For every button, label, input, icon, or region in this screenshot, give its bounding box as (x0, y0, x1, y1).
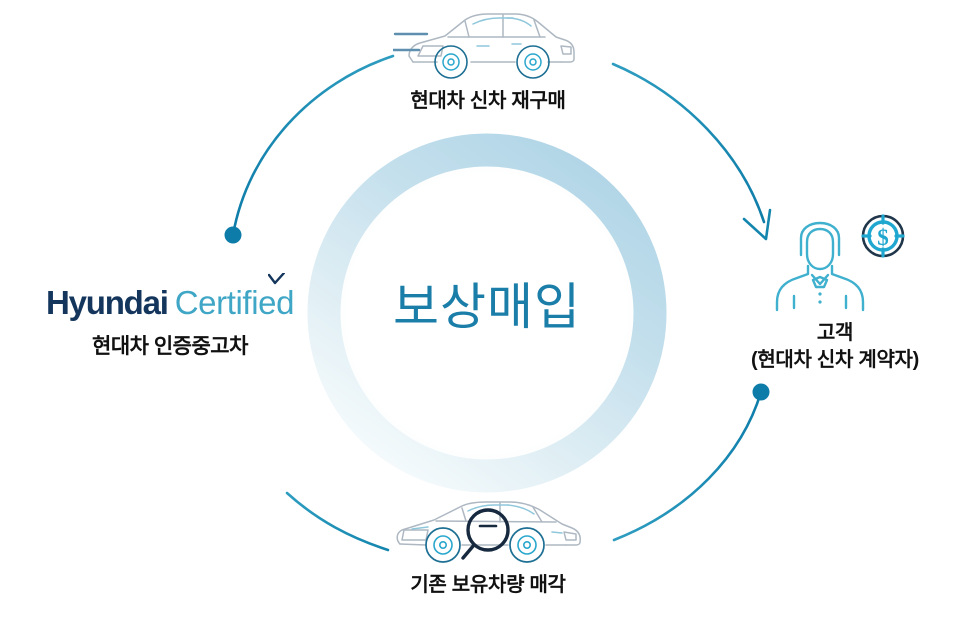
hyundai-certified-logo: Hyundai Certified (25, 273, 315, 322)
arc-start-dot (224, 226, 242, 244)
center-title: 보상매입 (393, 279, 581, 335)
node-bottom-label: 기존 보유차량 매각 (410, 574, 566, 596)
node-new-car-repurchase: 현대차 신차 재구매 (338, 4, 638, 115)
logo-word-certified: Certified (174, 284, 295, 321)
node-top-label: 현대차 신차 재구매 (410, 90, 566, 112)
logo-word-hyundai: Hyundai (45, 284, 169, 321)
node-right-label: 고객 (현대차 신차 계약자) (710, 320, 960, 374)
node-customer: $ 고객 (현대차 신차 계약자) (710, 214, 960, 374)
suv-car-icon (338, 4, 638, 80)
check-mark-icon (268, 273, 285, 285)
sedan-car-with-magnifier-icon (338, 496, 638, 564)
node-right-label-line1: 고객 (816, 322, 854, 344)
node-right-label-line2: (현대차 신차 계약자) (750, 349, 920, 371)
node-sell-existing-car: 기존 보유차량 매각 (338, 496, 638, 599)
node-left-label: 현대차 인증중고차 (92, 335, 248, 358)
node-hyundai-certified-brand: Hyundai Certified 현대차 인증중고차 (25, 273, 315, 361)
dollar-coin-icon: $ (861, 214, 905, 258)
center-ring (307, 133, 667, 493)
arc-start-dot (752, 383, 770, 401)
svg-text:$: $ (877, 225, 889, 250)
magnifier-icon (461, 508, 510, 560)
customer-person-icon: $ (710, 214, 960, 314)
